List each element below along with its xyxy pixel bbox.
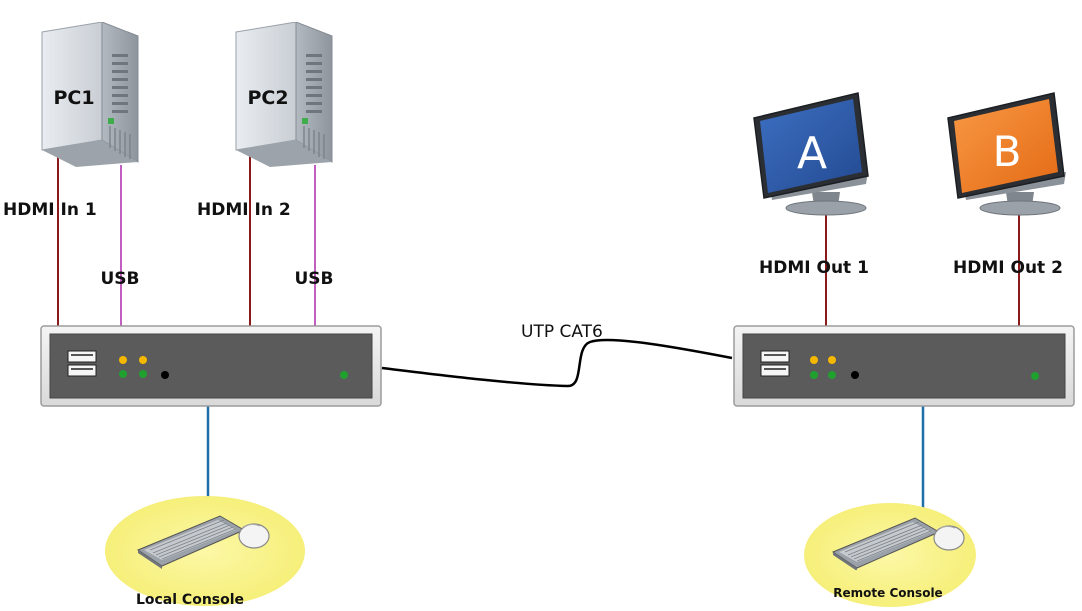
local-extender-unit <box>40 325 382 407</box>
hdmi-in-2-label: HDMI In 2 <box>197 200 291 220</box>
local-led-amber-1 <box>119 356 127 364</box>
pc2-label: PC2 <box>247 87 288 109</box>
local-led-green-2 <box>139 370 147 378</box>
local-led-green-1 <box>119 370 127 378</box>
usb-1-label: USB <box>100 269 139 289</box>
remote-button-black <box>851 371 859 379</box>
remote-led-green-1 <box>810 371 818 379</box>
remote-extender-unit <box>733 325 1075 407</box>
local-console: Local Console <box>105 496 305 608</box>
pc1-label: PC1 <box>53 87 94 109</box>
remote-led-green-2 <box>828 371 836 379</box>
monitor-b: B <box>947 92 1066 216</box>
monitor-b-letter: B <box>993 127 1022 176</box>
monitor-a: A <box>753 92 869 216</box>
local-button-black <box>161 371 169 379</box>
remote-led-amber-2 <box>828 356 836 364</box>
utp-cat6-cable <box>381 338 733 388</box>
hdmi-in-1-label: HDMI In 1 <box>3 200 97 220</box>
hdmi-out-1-label: HDMI Out 1 <box>759 258 869 278</box>
local-led-status <box>340 371 348 379</box>
utp-cat6-label: UTP CAT6 <box>521 322 603 342</box>
remote-console-label: Remote Console <box>833 586 942 600</box>
usb-2-label: USB <box>294 269 333 289</box>
remote-console: Remote Console <box>804 503 976 607</box>
pc1-tower: PC1 <box>41 22 139 167</box>
remote-led-status <box>1031 372 1039 380</box>
local-console-halo <box>105 496 305 606</box>
local-console-label: Local Console <box>136 592 244 608</box>
pc2-tower: PC2 <box>235 22 333 167</box>
local-led-amber-2 <box>139 356 147 364</box>
remote-led-amber-1 <box>810 356 818 364</box>
hdmi-out-2-label: HDMI Out 2 <box>953 258 1063 278</box>
monitor-a-letter: A <box>797 128 827 179</box>
